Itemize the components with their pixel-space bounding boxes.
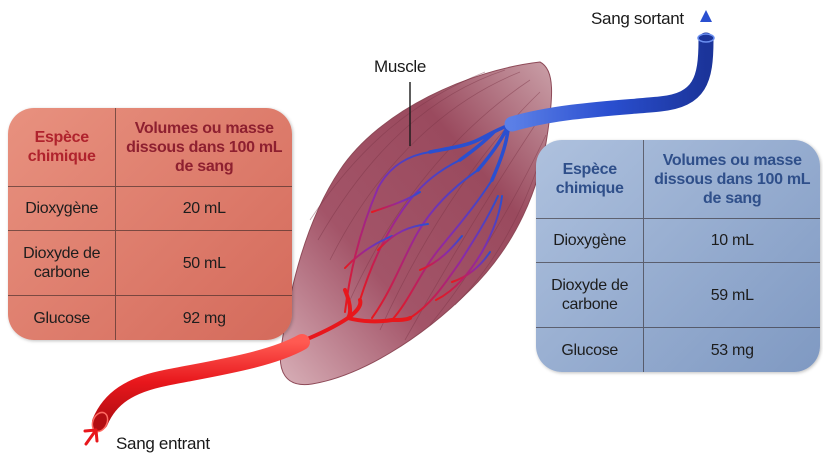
row-value: 20 mL	[116, 187, 292, 231]
muscle-label: Muscle	[374, 57, 426, 77]
row-species: Dioxyde de carbone	[536, 263, 644, 328]
row-species: Dioxygène	[8, 187, 116, 231]
row-species: Glucose	[8, 296, 116, 340]
vein-opening	[698, 34, 714, 42]
outgoing-arrow-icon	[700, 10, 712, 22]
row-value: 10 mL	[644, 219, 820, 263]
incoming-blood-table: Espèce chimique Volumes ou masse dissous…	[8, 108, 292, 340]
row-species: Dioxyde de carbone	[8, 231, 116, 296]
header-volume: Volumes ou masse dissous dans 100 mL de …	[116, 108, 292, 187]
row-species: Dioxygène	[536, 219, 644, 263]
outgoing-table-grid: Espèce chimique Volumes ou masse dissous…	[536, 140, 820, 372]
incoming-arrow-icon	[85, 430, 97, 444]
row-value: 53 mg	[644, 328, 820, 372]
header-volume: Volumes ou masse dissous dans 100 mL de …	[644, 140, 820, 219]
row-species: Glucose	[536, 328, 644, 372]
outgoing-blood-table: Espèce chimique Volumes ou masse dissous…	[536, 140, 820, 372]
incoming-table-grid: Espèce chimique Volumes ou masse dissous…	[8, 108, 292, 340]
incoming-artery	[100, 342, 302, 422]
row-value: 59 mL	[644, 263, 820, 328]
header-species: Espèce chimique	[536, 140, 644, 219]
row-value: 92 mg	[116, 296, 292, 340]
muscle-body	[280, 62, 551, 385]
header-species: Espèce chimique	[8, 108, 116, 187]
row-value: 50 mL	[116, 231, 292, 296]
blood-out-label: Sang sortant	[591, 9, 684, 29]
blood-in-label: Sang entrant	[116, 434, 210, 454]
